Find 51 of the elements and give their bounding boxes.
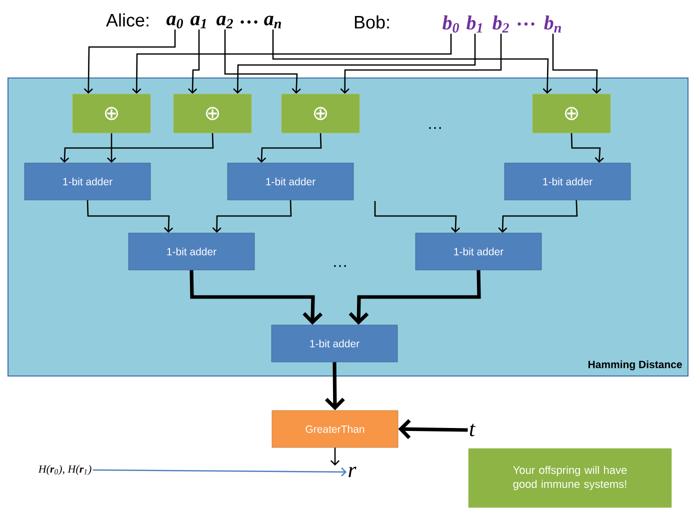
adder-box: 1-bit adder bbox=[227, 162, 354, 200]
arrow bbox=[257, 133, 322, 163]
ellipsis: … bbox=[518, 22, 534, 26]
arrow bbox=[374, 201, 460, 233]
arrow bbox=[552, 34, 602, 94]
adder-box: 1-bit adder bbox=[271, 324, 398, 362]
person-label: Alice: bbox=[106, 13, 148, 27]
arrow bbox=[188, 29, 200, 94]
note-box: Your offspring will have good immune systems! bbox=[468, 448, 672, 508]
adder-box: 1-bit adder bbox=[24, 162, 151, 200]
comparator-box: GreaterThan bbox=[272, 410, 398, 448]
arrow bbox=[233, 34, 476, 94]
arrow bbox=[84, 30, 176, 94]
ellipsis: … bbox=[429, 127, 441, 129]
xor-box: ⊕ bbox=[532, 94, 611, 134]
arrow bbox=[498, 200, 578, 233]
bit-label: a$_{n}$ bbox=[264, 16, 281, 28]
arrow bbox=[86, 200, 174, 233]
arrow bbox=[324, 362, 345, 410]
bit-label: a$_{0}$ bbox=[166, 16, 184, 28]
xor-box: ⊕ bbox=[173, 94, 252, 134]
variable-label: r bbox=[348, 466, 356, 478]
arrow bbox=[190, 270, 323, 325]
adder-box: 1-bit adder bbox=[128, 232, 255, 270]
bit-label: a$_{1}$ bbox=[190, 16, 206, 28]
arrow bbox=[272, 29, 552, 94]
bit-label: b$_{n}$ bbox=[544, 16, 561, 32]
arrow bbox=[132, 34, 452, 94]
arrow bbox=[330, 448, 340, 466]
arrow bbox=[106, 133, 116, 163]
bit-label: b$_{2}$ bbox=[492, 16, 509, 32]
arrow bbox=[348, 270, 481, 325]
bit-label: a$_{2}$ bbox=[216, 16, 233, 28]
xor-box: ⊕ bbox=[281, 94, 360, 134]
arrow bbox=[340, 34, 502, 94]
input-label: H(r$_{0}$), H(r$_{1}$) bbox=[38, 465, 92, 475]
ellipsis: … bbox=[334, 265, 346, 267]
person-label: Bob: bbox=[354, 15, 389, 29]
variable-label: t bbox=[470, 424, 476, 436]
leader-arrow bbox=[92, 467, 347, 477]
adder-box: 1-bit adder bbox=[415, 232, 542, 270]
arrow bbox=[398, 419, 468, 440]
adder-box: 1-bit adder bbox=[504, 162, 631, 200]
bit-label: b$_{1}$ bbox=[466, 16, 482, 32]
ellipsis: … bbox=[240, 20, 258, 24]
arrow bbox=[60, 133, 214, 163]
arrow bbox=[212, 200, 292, 233]
arrow bbox=[570, 133, 604, 163]
bit-label: b$_{0}$ bbox=[442, 15, 460, 33]
xor-box: ⊕ bbox=[72, 94, 151, 134]
arrow bbox=[224, 29, 301, 94]
